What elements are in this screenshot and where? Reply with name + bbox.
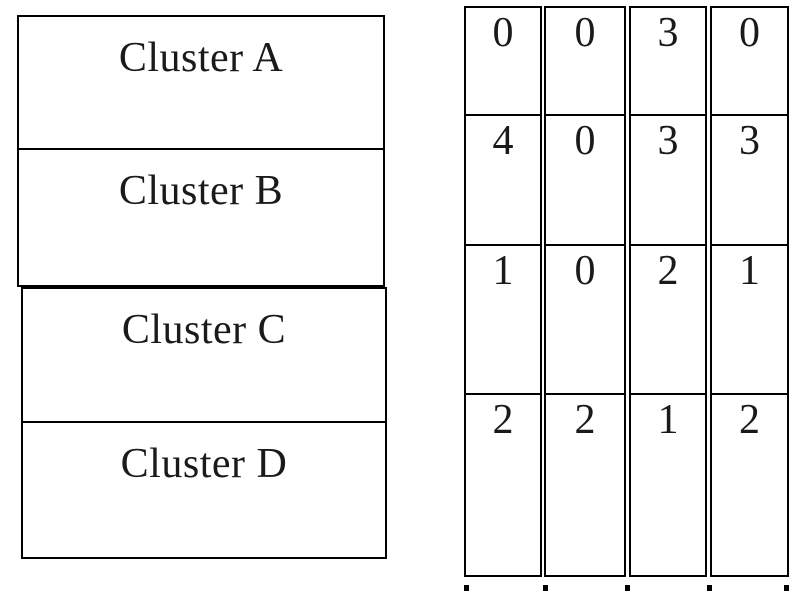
matrix-cell: 0 bbox=[712, 8, 787, 116]
matrix-cell-value: 1 bbox=[657, 397, 679, 443]
matrix-cell: 2 bbox=[631, 246, 705, 395]
matrix-column-4: 0 3 1 2 bbox=[710, 6, 789, 577]
matrix-cell-value: 4 bbox=[492, 118, 514, 164]
matrix-cell-value: 2 bbox=[739, 397, 760, 443]
matrix-cell-value: 1 bbox=[739, 248, 760, 294]
matrix-cell: 3 bbox=[631, 8, 705, 116]
cluster-d-box: Cluster D bbox=[23, 423, 385, 556]
matrix-cell: 2 bbox=[466, 395, 540, 574]
cluster-c-label: Cluster C bbox=[121, 307, 287, 353]
cluster-a-label: Cluster A bbox=[118, 35, 284, 81]
matrix-cell: 1 bbox=[712, 246, 787, 395]
matrix-cell-value: 0 bbox=[574, 10, 596, 56]
cutoff-line-tick bbox=[543, 585, 548, 591]
matrix-cell-value: 3 bbox=[657, 10, 679, 56]
cluster-b-box: Cluster B bbox=[19, 150, 383, 284]
matrix-cell-value: 0 bbox=[739, 10, 760, 56]
matrix-cell: 0 bbox=[466, 8, 540, 116]
matrix-cell: 0 bbox=[546, 116, 624, 246]
matrix-cell: 0 bbox=[546, 246, 624, 395]
matrix-cell-value: 0 bbox=[574, 248, 596, 294]
matrix-cell-value: 2 bbox=[574, 397, 596, 443]
matrix-cell: 1 bbox=[466, 246, 540, 395]
matrix-cell-value: 2 bbox=[657, 248, 679, 294]
matrix-cell-value: 0 bbox=[574, 118, 596, 164]
matrix-cell-value: 2 bbox=[492, 397, 514, 443]
matrix-cell: 2 bbox=[712, 395, 787, 574]
cutoff-line-tick bbox=[625, 585, 630, 591]
cluster-d-label: Cluster D bbox=[120, 441, 288, 487]
matrix-cell: 3 bbox=[712, 116, 787, 246]
matrix-cell-value: 1 bbox=[492, 248, 514, 294]
matrix-cell: 2 bbox=[546, 395, 624, 574]
cluster-panel-bottom: Cluster C Cluster D bbox=[21, 287, 387, 559]
matrix-column-2: 0 0 0 2 bbox=[544, 6, 626, 577]
cutoff-line-tick bbox=[464, 585, 469, 591]
cluster-c-box: Cluster C bbox=[23, 289, 385, 423]
cluster-panel-top: Cluster A Cluster B bbox=[17, 15, 385, 287]
matrix-column-1: 0 4 1 2 bbox=[464, 6, 542, 577]
matrix-cell-value: 3 bbox=[739, 118, 760, 164]
matrix-cell-value: 0 bbox=[492, 10, 514, 56]
cutoff-line-tick bbox=[707, 585, 712, 591]
cluster-a-box: Cluster A bbox=[19, 17, 383, 150]
matrix-cell: 3 bbox=[631, 116, 705, 246]
matrix-cell-value: 3 bbox=[657, 118, 679, 164]
cutoff-line-tick bbox=[784, 585, 789, 591]
matrix-cell: 4 bbox=[466, 116, 540, 246]
matrix-cell: 0 bbox=[546, 8, 624, 116]
matrix-column-3: 3 3 2 1 bbox=[629, 6, 707, 577]
matrix-cell: 1 bbox=[631, 395, 705, 574]
cluster-b-label: Cluster B bbox=[118, 168, 284, 214]
